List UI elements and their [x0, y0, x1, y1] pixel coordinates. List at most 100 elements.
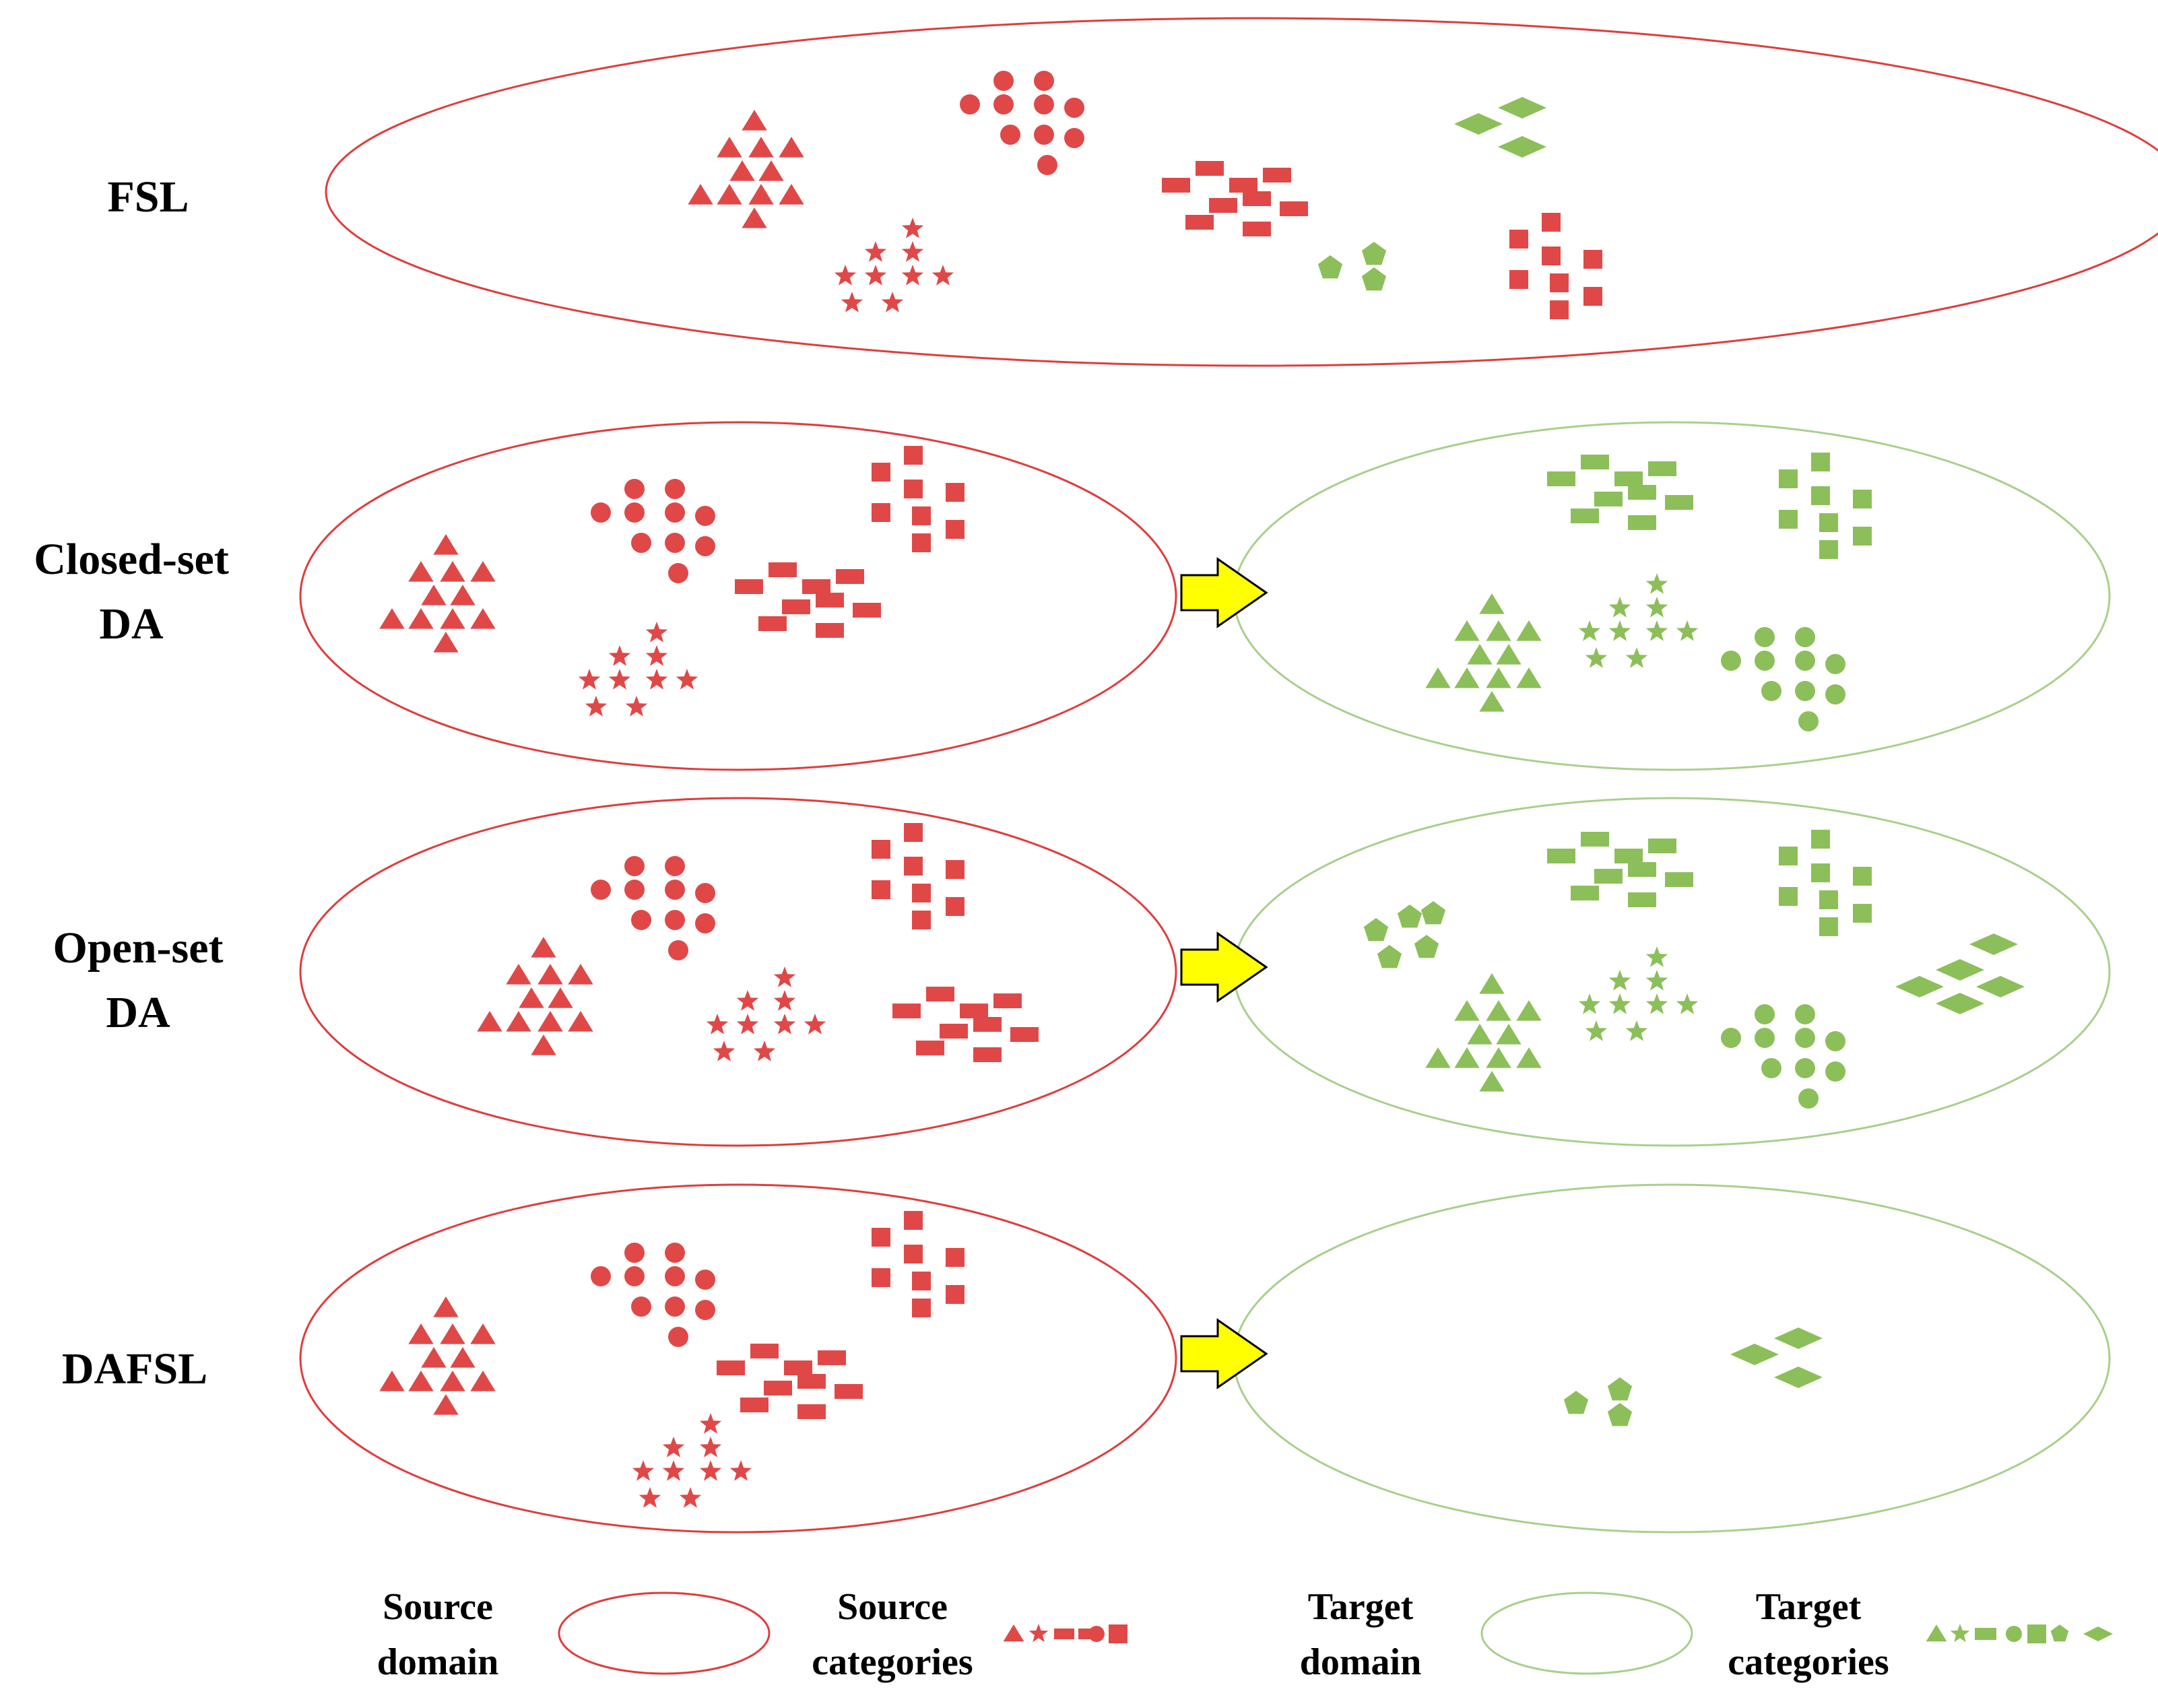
circle-icon	[695, 883, 715, 903]
triangle-icon	[433, 534, 459, 555]
pentagon-icon	[1361, 267, 1387, 291]
triangle-icon	[1467, 1024, 1493, 1045]
pentagon-icon	[2050, 1624, 2069, 1642]
triangle-icon	[1479, 691, 1505, 712]
circle-icon	[1755, 651, 1775, 671]
square-icon	[1509, 270, 1528, 289]
triangle-icon	[1486, 1047, 1511, 1068]
star-icon	[585, 696, 608, 717]
rectangle-icon	[1185, 215, 1214, 230]
square-icon	[1819, 513, 1838, 532]
legend-source-categories-line2: categories	[812, 1641, 973, 1683]
star-icon	[1645, 993, 1668, 1014]
square-icon	[946, 860, 964, 879]
square-icon	[904, 823, 923, 842]
circle-icon	[1034, 94, 1054, 114]
rectangle-icon	[1594, 492, 1623, 506]
diamond-icon	[1976, 976, 2025, 997]
circle-icon	[591, 880, 611, 900]
circle-icon	[665, 856, 685, 876]
circle-icon	[668, 1327, 688, 1347]
square-icon	[1542, 247, 1561, 265]
rectangle-icon	[973, 1017, 1002, 1032]
row-label-dafsl: DAFSL	[47, 1337, 222, 1402]
rectangle-icon	[1547, 471, 1575, 486]
rectangle-icon	[1229, 178, 1257, 193]
circle-icon	[665, 479, 685, 499]
rectangle-icon	[1648, 461, 1676, 476]
circle-icon	[665, 1266, 685, 1286]
circle-icon	[1795, 1028, 1815, 1048]
square-icon	[904, 1245, 923, 1263]
diamond-icon	[2083, 1627, 2113, 1641]
circle-icon	[1795, 681, 1815, 701]
rectangle-icon	[1054, 1629, 1074, 1639]
star-icon	[773, 966, 796, 987]
row-label-openset-line1: Open-set	[53, 923, 224, 973]
square-icon	[1819, 890, 1838, 909]
triangle-icon	[408, 1323, 434, 1344]
rectangle-icon	[926, 987, 954, 1001]
circle-icon	[1798, 711, 1819, 731]
circle-icon	[1825, 1031, 1845, 1051]
circle-icon	[1825, 1061, 1845, 1082]
square-icon	[904, 1211, 923, 1230]
square-icon	[1109, 1624, 1127, 1643]
legend-target-domain-ellipse	[1480, 1591, 1693, 1675]
circle-icon	[1795, 1004, 1815, 1024]
square-icon	[1550, 273, 1569, 292]
star-icon	[706, 1014, 729, 1034]
square-icon	[1853, 490, 1872, 508]
star-icon	[662, 1460, 685, 1481]
rectangle-icon	[1243, 222, 1271, 236]
row-label-closedset-line2: DA	[99, 599, 164, 649]
circle-icon	[624, 479, 645, 499]
star-icon	[901, 218, 924, 238]
rectangle-icon	[1628, 485, 1656, 500]
star-icon	[1585, 647, 1608, 668]
row-label-fsl: FSL	[61, 165, 236, 230]
rectangle-icon	[940, 1024, 968, 1039]
star-icon	[901, 241, 924, 262]
circle-icon	[1825, 684, 1845, 704]
triangle-icon	[470, 1323, 496, 1344]
circle-icon	[1064, 128, 1084, 148]
star-icon	[625, 696, 648, 717]
circle-icon	[668, 563, 688, 583]
rectangle-icon	[1209, 198, 1237, 213]
triangle-icon	[506, 964, 531, 985]
square-icon	[1853, 904, 1872, 923]
triangle-icon	[379, 608, 405, 629]
circle-icon	[1034, 71, 1054, 91]
star-icon	[1625, 647, 1648, 668]
rectangle-icon	[1581, 455, 1609, 469]
circle-icon	[1825, 654, 1845, 674]
square-icon	[1550, 300, 1569, 319]
square-icon	[1811, 453, 1830, 471]
star-icon	[662, 1437, 685, 1457]
circle-icon	[665, 502, 685, 523]
circle-icon	[631, 533, 651, 553]
square-icon	[872, 503, 890, 522]
star-icon	[881, 292, 904, 313]
triangle-icon	[433, 632, 459, 653]
star-icon	[1645, 620, 1668, 641]
square-icon	[912, 884, 931, 902]
rectangle-icon	[1665, 495, 1693, 510]
triangle-icon	[450, 1347, 476, 1368]
square-icon	[904, 480, 923, 498]
triangle-icon	[1479, 1071, 1505, 1092]
star-icon	[773, 1014, 796, 1034]
circle-icon	[1761, 681, 1781, 701]
rectangle-icon	[750, 1344, 779, 1358]
rectangle-icon	[993, 993, 1022, 1008]
row-label-fsl-line1: FSL	[107, 172, 189, 222]
circle-icon	[695, 506, 715, 526]
circle-icon	[591, 502, 611, 523]
triangle-icon	[408, 1371, 434, 1391]
rectangle-icon	[1196, 161, 1224, 176]
diamond-icon	[1730, 1344, 1779, 1365]
circle-icon	[1721, 651, 1741, 671]
rectangle-icon	[1614, 471, 1643, 486]
